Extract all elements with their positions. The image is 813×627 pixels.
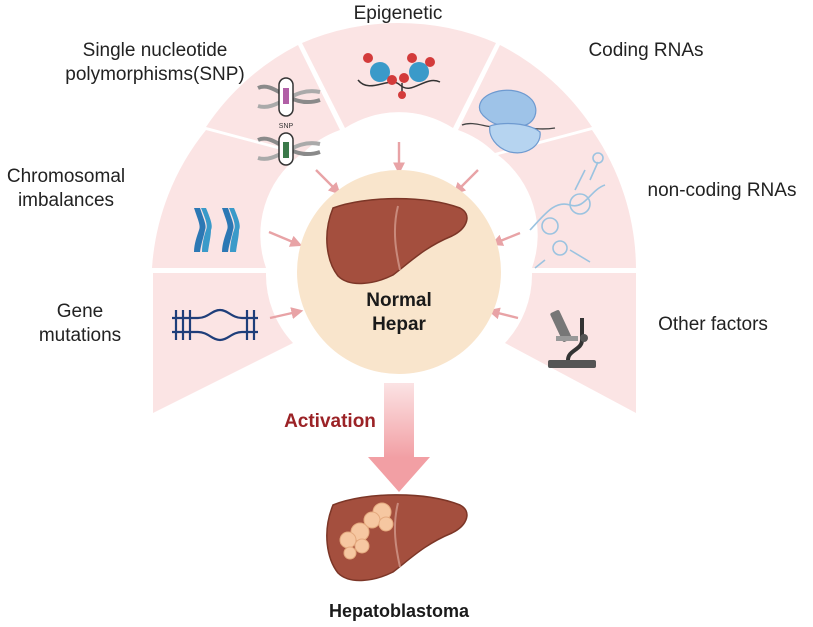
inward-arrows <box>268 142 521 320</box>
center-label-line-1: Normal <box>366 290 431 311</box>
liver-icon <box>326 197 468 285</box>
label-chromosomal-line-2: imbalances <box>18 190 114 211</box>
chromosome-icon <box>194 208 240 252</box>
snp-dna-icon: SNP <box>257 77 321 166</box>
microscope-icon <box>548 310 596 368</box>
segment-other <box>505 273 636 413</box>
mutated-dna-icon <box>172 308 258 342</box>
arrow-chromosomal <box>268 230 303 247</box>
arrow-other <box>487 307 519 320</box>
label-chromosomal-line-1: Chromosomal <box>7 166 125 187</box>
activation-arrow <box>368 383 430 492</box>
activation-label: Activation <box>284 411 376 432</box>
ribosome-icon <box>461 89 556 154</box>
snp-icon-label: SNP <box>279 123 294 130</box>
segment-noncoding-rnas <box>498 130 636 268</box>
label-coding-rnas: Coding RNAs <box>588 40 703 61</box>
segment-snp <box>206 45 340 153</box>
arrow-gene-mutations <box>269 307 304 320</box>
arrow-coding-rnas <box>453 169 479 195</box>
center-label-line-2: Hepar <box>372 314 426 335</box>
arrow-snp <box>315 169 341 195</box>
arrow-noncoding-rnas <box>490 231 521 246</box>
segment-chromosomal <box>152 130 300 268</box>
outcome-label: Hepatoblastoma <box>329 601 470 621</box>
label-other-factors: Other factors <box>658 314 768 335</box>
label-snp-line-1: Single nucleotide <box>83 40 228 61</box>
label-epigenetic: Epigenetic <box>354 3 443 24</box>
label-gene-mutations-line-1: Gene <box>57 301 103 322</box>
tumor-liver-icon <box>326 494 468 582</box>
rna-structure-icon <box>529 152 606 269</box>
histone-icon <box>357 53 441 99</box>
label-snp-line-2: polymorphisms(SNP) <box>65 64 244 85</box>
segment-epigenetic <box>302 22 496 128</box>
factor-ring <box>152 22 636 413</box>
segment-gene-mutations <box>153 273 293 413</box>
label-noncoding-rnas: non-coding RNAs <box>648 180 797 201</box>
label-gene-mutations-line-2: mutations <box>39 325 121 346</box>
